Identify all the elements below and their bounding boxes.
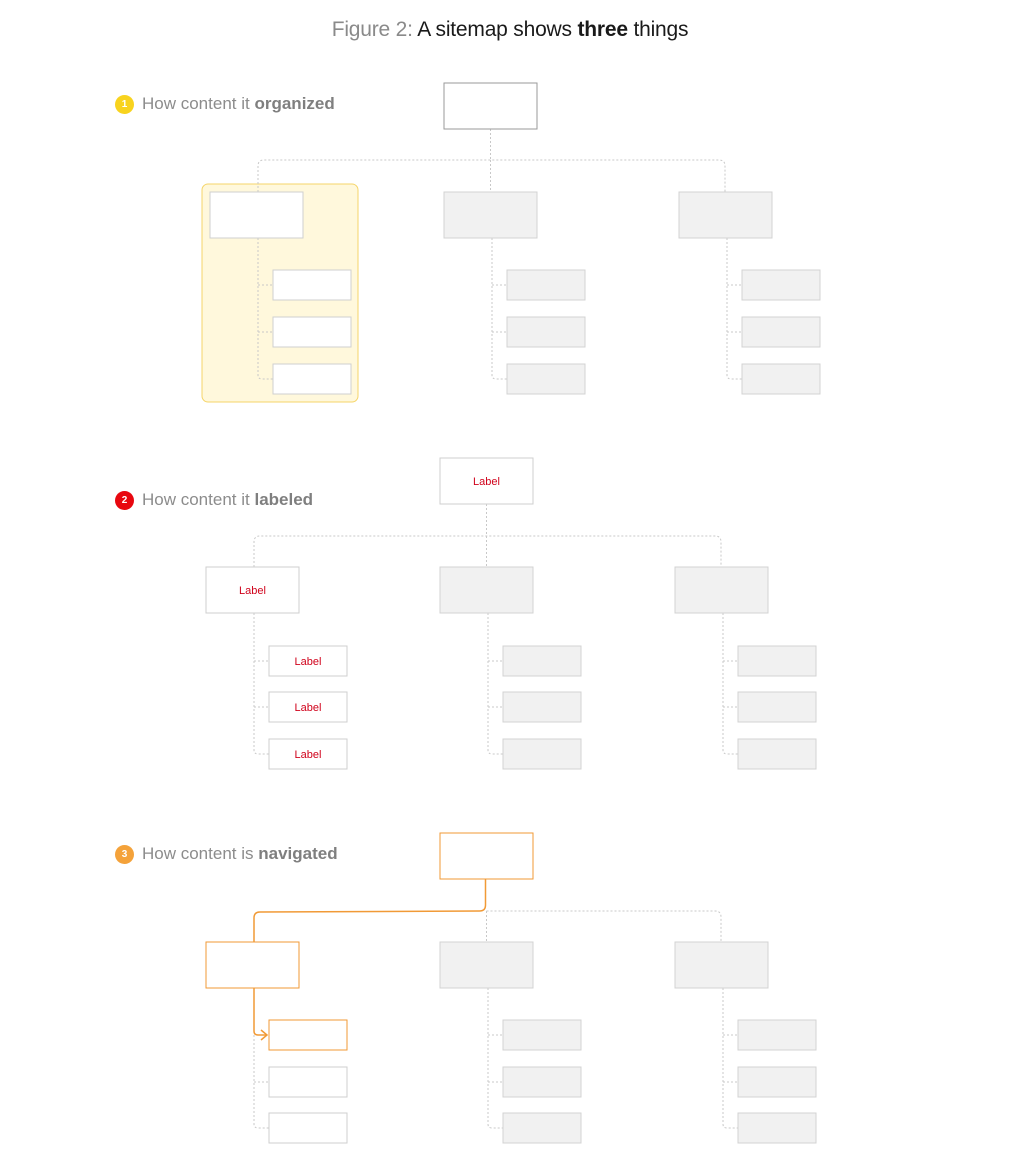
legend-emphasis: navigated — [258, 844, 338, 863]
step-1-badge: 1 — [115, 94, 134, 114]
grandchild-node — [272, 316, 352, 348]
child-node — [205, 941, 300, 989]
arrow-icon — [260, 1029, 269, 1041]
legend-emphasis: organized — [254, 94, 335, 113]
grandchild-node — [268, 691, 348, 723]
child-node — [678, 191, 773, 239]
grandchild-node — [502, 1019, 582, 1051]
grandchild-node — [741, 363, 821, 395]
child-spine-connector — [722, 988, 738, 1129]
grandchild-node — [737, 645, 817, 677]
child-node — [209, 191, 304, 239]
child-node — [443, 191, 538, 239]
grandchild-node — [737, 1066, 817, 1098]
child-node — [439, 941, 534, 989]
figure-prefix: Figure 2: — [331, 18, 413, 41]
child-spine-connector — [253, 613, 269, 755]
grandchild-node — [506, 316, 586, 348]
top-bus-connector — [253, 535, 722, 567]
legend-organized: 1 How content it organized — [115, 94, 335, 114]
figure-text-before: A sitemap shows — [417, 18, 572, 41]
grandchild-node — [737, 1112, 817, 1144]
figure-text-bold: three — [577, 18, 628, 41]
step-2-badge: 2 — [115, 490, 134, 510]
grandchild-node — [272, 269, 352, 301]
grandchild-node — [741, 269, 821, 301]
grandchild-node — [268, 1112, 348, 1144]
child-spine-connector — [491, 238, 507, 380]
grandchild-node — [502, 691, 582, 723]
grandchild-node — [506, 269, 586, 301]
root-node-label: Label — [473, 476, 500, 488]
navigation-path-child — [253, 988, 267, 1036]
step-3-badge: 3 — [115, 844, 134, 864]
root-node — [439, 832, 534, 880]
grandchild-node — [737, 1019, 817, 1051]
navigation-path-root — [253, 879, 487, 942]
child-node — [205, 566, 300, 614]
grandchild-node — [737, 691, 817, 723]
grandchild-node — [268, 1066, 348, 1098]
grandchild-node-label: Label — [295, 749, 322, 761]
grandchild-node-label: Label — [295, 656, 322, 668]
grandchild-node — [272, 363, 352, 395]
grandchild-node — [268, 1019, 348, 1051]
legend-navigated: 3 How content is navigated — [115, 844, 338, 864]
grandchild-node — [737, 738, 817, 770]
grandchild-node — [268, 645, 348, 677]
child-spine-connector — [726, 238, 742, 380]
grandchild-node-label: Label — [295, 702, 322, 714]
root-node — [443, 82, 538, 130]
grandchild-node — [502, 738, 582, 770]
legend-text: How content it — [142, 94, 250, 113]
child-spine-connector — [722, 613, 738, 755]
child-spine-connector — [487, 613, 503, 755]
child-node — [439, 566, 534, 614]
child-node — [674, 941, 769, 989]
child-node — [674, 566, 769, 614]
grandchild-node — [502, 645, 582, 677]
grandchild-node — [741, 316, 821, 348]
top-bus-connector — [486, 910, 722, 942]
figure-title: Figure 2: A sitemap shows three things — [0, 18, 1020, 42]
legend-labeled: 2 How content it labeled — [115, 490, 313, 510]
legend-text: How content it — [142, 490, 250, 509]
child-spine-connector — [257, 238, 273, 380]
figure-text-after: things — [633, 18, 689, 41]
root-node — [439, 457, 534, 505]
top-bus-connector — [257, 159, 726, 192]
grandchild-node — [502, 1066, 582, 1098]
child-node-label: Label — [239, 585, 266, 597]
grandchild-node — [506, 363, 586, 395]
legend-emphasis: labeled — [254, 490, 314, 509]
child-spine-connector — [487, 988, 503, 1129]
grandchild-node — [268, 738, 348, 770]
legend-text: How content is — [142, 844, 254, 863]
child-spine-connector — [253, 1035, 269, 1129]
grandchild-node — [502, 1112, 582, 1144]
